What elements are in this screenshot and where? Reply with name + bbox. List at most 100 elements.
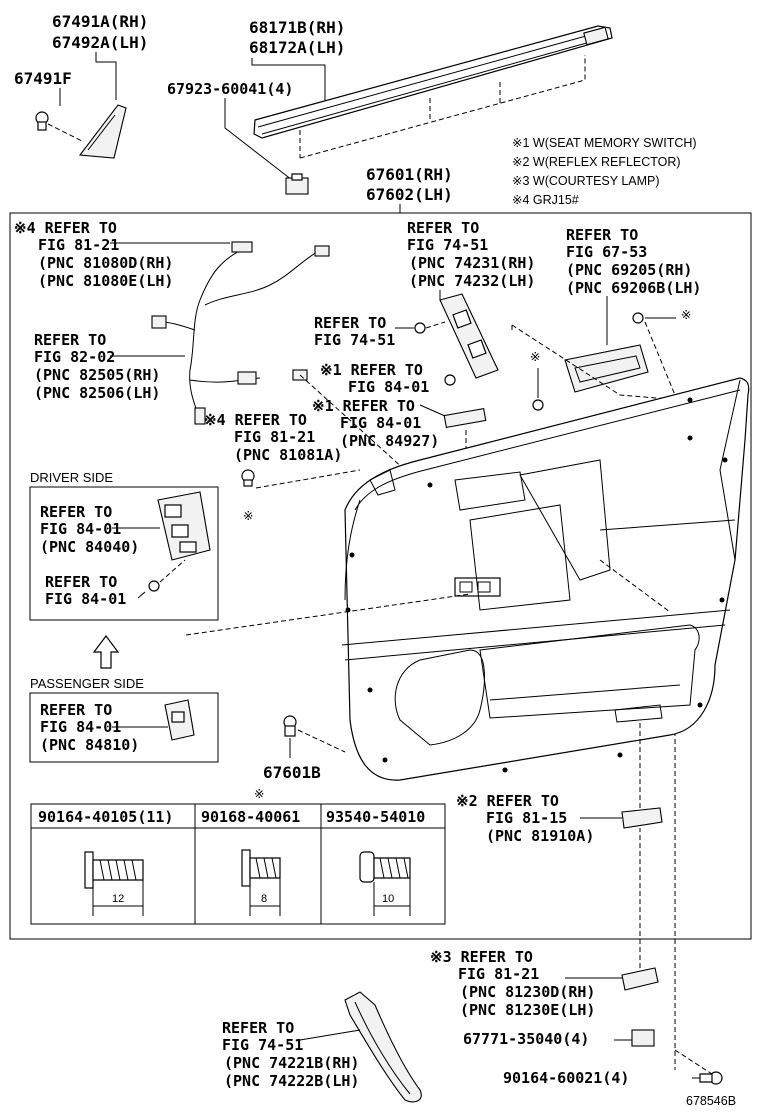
passenger-power-window-switch — [164, 699, 195, 741]
clip-mark-center — [532, 399, 544, 411]
part-number-67492a: 67492A(LH) — [52, 33, 148, 52]
ref-text: REFER TO — [314, 314, 386, 332]
ref-wire-harness: ※4 REFER TO FIG 81-21 (PNC 81080D(RH) (P… — [14, 219, 173, 290]
part-number-67491a: 67491A(RH) — [52, 12, 148, 31]
dimension-label: 8 — [261, 893, 267, 905]
ref-text: REFER TO — [222, 1019, 294, 1037]
panel-clip-dots — [345, 397, 728, 773]
retainer-67771 — [631, 1029, 655, 1047]
main-frame — [9, 212, 752, 940]
table-header: 93540-54010 — [326, 808, 425, 826]
ref-text: ※2 REFER TO — [456, 792, 559, 810]
part-number-67923-clip: 67923-60041(4) — [167, 80, 293, 98]
ref-text: (PNC 81230E(LH) — [460, 1001, 595, 1019]
part-number-68172a: 68172A(LH) — [249, 38, 345, 57]
ref-text: (PNC 82505(RH) — [34, 366, 160, 384]
ref-text: FIG 81-15 — [486, 809, 567, 827]
ref-text: (PNC 84810) — [40, 736, 139, 754]
belt-weatherstrip — [253, 25, 613, 139]
ref-inside-handle: REFER TO FIG 67-53 (PNC 69205(RH) (PNC 6… — [566, 226, 701, 297]
assist-grip — [344, 991, 422, 1103]
clip-mark — [241, 469, 255, 487]
ref-driver-switch: REFER TO FIG 84-01 (PNC 84040) REFER TO … — [40, 503, 139, 608]
ref-text: FIG 74-51 — [314, 331, 395, 349]
ref-text: (PNC 84927) — [340, 432, 439, 450]
ref-text: FIG 84-01 — [348, 378, 429, 396]
mirror-cover-67491a — [78, 104, 127, 159]
screw-small — [444, 374, 456, 386]
drawing-number: 678546B — [686, 1094, 736, 1108]
leader-line — [251, 58, 326, 105]
dimension-label: 12 — [112, 893, 124, 905]
part-number-90164: 90164-60021(4) — [503, 1069, 629, 1087]
ref-text: ※1 REFER TO — [320, 361, 423, 379]
passenger-side-box — [29, 692, 219, 763]
driver-side-box — [29, 486, 219, 621]
part-number-67491f: 67491F — [14, 69, 72, 88]
part-number-68171b: 68171B(RH) — [249, 18, 345, 37]
ref-text: FIG 84-01 — [40, 718, 121, 736]
ref-text: (PNC 81080D(RH) — [38, 254, 173, 272]
ref-text: (PNC 84040) — [40, 538, 139, 556]
screw-90164 — [699, 1071, 723, 1085]
ref-courtesy-lamp: ※3 REFER TO FIG 81-21 (PNC 81230D(RH) (P… — [430, 948, 595, 1019]
passenger-side-label: PASSENGER SIDE — [30, 676, 144, 691]
table-header: 90168-40061 — [201, 808, 300, 826]
ref-text: (PNC 81910A) — [486, 827, 594, 845]
screw-74-51 — [414, 322, 426, 334]
wire-harness — [151, 241, 330, 425]
part-number-67771: 67771-35040(4) — [463, 1030, 589, 1048]
mark-symbol: ※ — [681, 308, 691, 322]
reflex-reflector — [621, 807, 663, 829]
ref-text: FIG 74-51 — [407, 236, 488, 254]
dimension-label: 10 — [382, 893, 394, 905]
ref-speaker: REFER TO FIG 82-02 (PNC 82505(RH) (PNC 8… — [34, 331, 160, 402]
ref-text: (PNC 81230D(RH) — [460, 983, 595, 1001]
table-header: 90164-40105(11) — [38, 808, 173, 826]
ref-reflex-reflector: ※2 REFER TO FIG 81-15 (PNC 81910A) — [456, 792, 594, 845]
ref-text: (PNC 74222B(LH) — [224, 1072, 359, 1090]
ref-seat-memory-2: ※1 REFER TO FIG 84-01 (PNC 84927) — [312, 397, 439, 450]
clip-mark-right — [632, 312, 644, 324]
legend-note-2: ※2 W(REFLEX REFLECTOR) — [512, 155, 681, 169]
ref-text: (PNC 82506(LH) — [34, 384, 160, 402]
ref-screw-74-51: REFER TO FIG 74-51 — [314, 314, 395, 349]
ref-text: (PNC 74232(LH) — [409, 272, 535, 290]
ref-text: REFER TO — [407, 219, 479, 237]
screw-12 — [84, 851, 144, 916]
ref-text: REFER TO — [34, 331, 106, 349]
screw-67491f — [35, 111, 49, 131]
ref-text: FIG 84-01 — [340, 414, 421, 432]
window-switch-bezel — [439, 293, 499, 379]
driver-side-label: DRIVER SIDE — [30, 470, 113, 485]
ref-text: FIG 81-21 — [458, 965, 539, 983]
ref-text: REFER TO — [40, 701, 112, 719]
legend-note-4: ※4 GRJ15# — [512, 193, 579, 207]
ref-text: FIG 74-51 — [222, 1036, 303, 1054]
part-number-67601: 67601(RH) — [366, 165, 453, 184]
part-number-67601b: 67601B — [263, 763, 321, 782]
legend-note-3: ※3 W(COURTESY LAMP) — [512, 174, 660, 188]
screw-driver — [148, 580, 160, 592]
ref-assist-grip: REFER TO FIG 74-51 (PNC 74221B(RH) (PNC … — [222, 1019, 359, 1090]
screw-8 — [241, 849, 281, 916]
ref-text: REFER TO — [566, 226, 638, 244]
clip-67601b — [283, 715, 297, 737]
screw-10 — [359, 851, 411, 916]
ref-text: (PNC 74221B(RH) — [224, 1054, 359, 1072]
ref-text: FIG 81-21 — [38, 236, 119, 254]
ref-text: (PNC 69206B(LH) — [566, 279, 701, 297]
ref-seat-memory-1: ※1 REFER TO FIG 84-01 — [320, 361, 429, 396]
ref-lamp-81081a: ※4 REFER TO FIG 81-21 (PNC 81081A) — [204, 411, 342, 464]
ref-text: FIG 67-53 — [566, 243, 647, 261]
leader-line — [95, 52, 117, 100]
ref-text: FIG 82-02 — [34, 348, 115, 366]
ref-text: REFER TO — [40, 503, 112, 521]
mark-symbol: ※ — [243, 509, 253, 523]
seat-memory-switch — [443, 407, 487, 429]
arrow-up-icon — [92, 635, 120, 669]
part-number-67602: 67602(LH) — [366, 185, 453, 204]
driver-power-window-switch — [157, 491, 211, 561]
screw-table: 90164-40105(11) 90168-40061 93540-54010 — [30, 803, 446, 925]
